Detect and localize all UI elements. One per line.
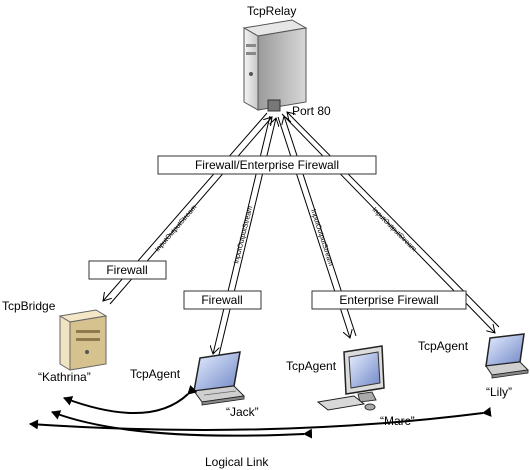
- logical-link-label: Logical Link: [205, 455, 269, 469]
- agent-lily-name: TcpAgent: [418, 339, 469, 353]
- stream-label-marc: InputOutputStream: [309, 208, 334, 267]
- agent-jack-name: TcpAgent: [130, 367, 181, 381]
- firewall-enterprise: Enterprise Firewall: [311, 290, 467, 310]
- bridge-name: TcpBridge: [2, 299, 56, 313]
- relay-port: Port 80: [292, 104, 331, 118]
- laptop-jack-icon: [193, 351, 246, 406]
- port-connector-icon: [267, 99, 281, 112]
- agent-lily-user: “Lily”: [486, 385, 512, 399]
- relay-server-icon: [242, 19, 308, 111]
- stream-label-jack: InputOutputStream: [233, 205, 254, 264]
- firewall-bridge-label: Firewall: [106, 263, 147, 277]
- bridge-user: “Kathrina”: [38, 370, 91, 384]
- firewall-bridge: Firewall: [88, 260, 167, 280]
- firewall-jack: Firewall: [183, 290, 262, 310]
- stream-label-bridge: InputOutputStream: [154, 204, 198, 253]
- firewall-enterprise-label: Enterprise Firewall: [339, 293, 438, 307]
- firewall-top-label: Firewall/Enterprise Firewall: [195, 158, 339, 172]
- logical-links: [29, 384, 492, 439]
- stream-label-lily: InputOutputStream: [371, 206, 418, 253]
- desktop-marc-icon: [316, 345, 385, 411]
- agent-jack-user: “Jack”: [226, 405, 259, 419]
- relay-name: TcpRelay: [247, 4, 296, 18]
- bridge-server-icon: [58, 309, 108, 371]
- firewall-jack-label: Firewall: [201, 293, 242, 307]
- laptop-lily-icon: [485, 333, 530, 379]
- firewall-top: Firewall/Enterprise Firewall: [157, 155, 377, 175]
- agent-marc-name: TcpAgent: [286, 359, 337, 373]
